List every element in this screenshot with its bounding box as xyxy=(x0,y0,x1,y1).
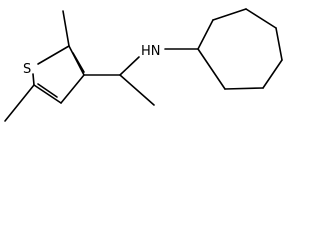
bond-ring-5-6 xyxy=(262,59,283,89)
bond-ring-2-3 xyxy=(212,8,247,21)
bond-ring-1-2 xyxy=(197,19,214,50)
bond-ch-n xyxy=(119,56,140,76)
bond-ring-4-5 xyxy=(275,27,283,61)
structure-canvas: S HN xyxy=(0,0,288,130)
bond-ch-methyl xyxy=(119,74,155,106)
bond-s-c2 xyxy=(37,45,70,65)
bond-c2-c3-inner xyxy=(72,52,85,73)
bond-c2-methyl xyxy=(62,10,70,47)
amine-atom-label: HN xyxy=(141,44,161,59)
bond-c4-c5-inner xyxy=(37,83,58,98)
bond-c3-c4 xyxy=(60,74,85,104)
bond-c5-methyl xyxy=(4,84,35,122)
bond-c5-s xyxy=(32,73,35,86)
bond-c4-c5 xyxy=(33,84,62,104)
skeletal-structure: S HN xyxy=(4,8,283,122)
bond-ring-3-4 xyxy=(245,8,277,29)
sulfur-atom-label: S xyxy=(23,62,31,77)
bond-ring-7-1 xyxy=(197,48,226,90)
bond-ring-6-7 xyxy=(224,87,264,90)
